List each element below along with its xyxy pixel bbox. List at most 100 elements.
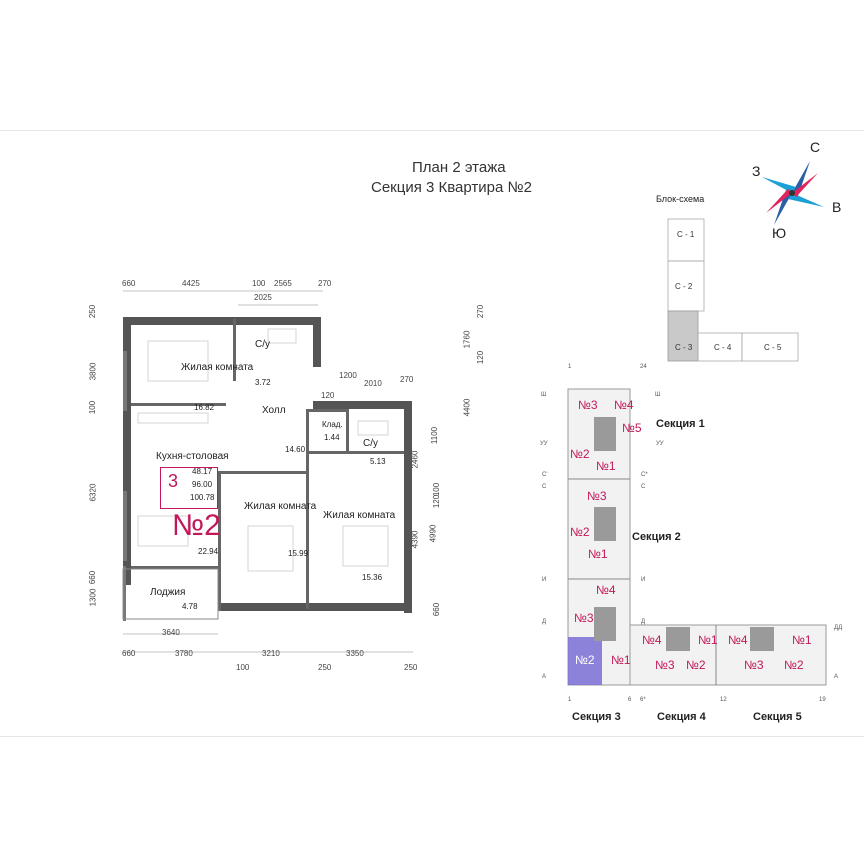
axis-bottom-6: 6 [628,697,632,703]
axis-left-s1: С' [542,472,548,478]
dim-mid-1: 1200 [339,371,357,380]
axis-left-s: С [542,484,547,490]
axis-right-uu: УУ [656,441,664,447]
b-s1-apt-3: №3 [578,398,598,412]
dim-bottom-2: 660 [122,649,136,658]
room-storage-label: Клад. [322,420,343,429]
dim-right-10: 4390 [410,530,420,549]
dim-bottom-7: 250 [318,663,332,672]
dim-bottom-1: 3640 [162,628,180,637]
block-c3: С - 3 [675,343,693,352]
b-s4-apt-2: №2 [686,658,706,672]
b-s1-apt-2: №2 [570,447,590,461]
plan-title: План 2 этажа [412,159,506,176]
room-bath-2-area: 5.13 [370,457,386,466]
axis-bottom-1: 1 [568,697,572,703]
b-s2-apt-1: №1 [588,547,608,561]
block-scheme-title: Блок-схема [656,194,705,204]
dim-top-4: 2565 [274,279,292,288]
dim-right-9: 4990 [428,524,438,543]
compass-east: В [832,199,842,215]
dim-right-2: 270 [476,304,486,319]
room-kitchen-label: Кухня-столовая [156,451,229,462]
apartment-rooms: 3 [168,471,179,491]
axis-right-s: С [641,484,646,490]
axis-left-i: И [542,577,547,583]
axis-bottom-12: 12 [720,697,727,703]
compass-south: Ю [772,225,787,241]
block-c2: С - 2 [675,282,693,291]
section-5-label: Секция 5 [753,711,802,723]
apartment-number: №2 [172,509,221,542]
dim-bottom-3: 3780 [175,649,193,658]
b-s3-apt-1: №1 [611,653,631,667]
axis-left-a: А [542,674,547,680]
axis-bottom-19: 19 [819,697,826,703]
section-1-label: Секция 1 [656,418,705,430]
plan-subtitle: Секция 3 Квартира №2 [371,179,532,196]
dim-mid-2: 2010 [364,379,382,388]
dim-left-6: 660 [88,570,98,585]
axis-right-a: А [834,674,839,680]
section-3-label: Секция 3 [572,711,621,723]
b-s4-apt-4: №4 [642,633,662,647]
room-bath-1-label: С/у [255,339,270,350]
axis-bottom-6s: 6* [640,697,646,703]
b-s4-apt-1: №1 [698,633,718,647]
axis-right-d: Д [641,619,646,625]
dim-lines-top [123,290,323,306]
b-s3-apt-3: №3 [574,611,594,625]
b-s3-apt-2-highlight: №2 [575,653,595,667]
room-kitchen-area: 22.94 [198,547,219,556]
plan-sheet: План 2 этажа Секция 3 Квартира №2 С З В … [0,130,864,737]
room-living-1-label: Жилая комната [181,362,254,373]
room-living-2-label: Жилая комната [244,501,317,512]
dim-top-2: 4425 [182,279,200,288]
b-s5-apt-2: №2 [784,658,804,672]
room-bath-1-area: 3.72 [255,378,271,387]
dim-right-6: 1100 [430,426,440,445]
b-s1-apt-1: №1 [596,459,616,473]
room-storage-area: 1.44 [324,433,340,442]
dim-top-6: 2025 [254,293,272,302]
dim-left-3: 100 [88,400,98,415]
dim-mid-4: 120 [321,391,335,400]
apartment-info-box [160,467,218,509]
dim-left-5: 1300 [88,588,98,607]
axis-right-dd: ДД [834,625,843,631]
room-living-2-area: 15.99 [288,549,309,558]
apartment-area-loggia: 100.78 [190,493,215,502]
compass-north: С [810,139,821,155]
dim-right-5: 2460 [410,450,420,469]
b-s5-apt-1: №1 [792,633,812,647]
apartment-area-total: 96.00 [192,480,213,489]
axis-left-sh: Ш [541,392,547,398]
compass-west: З [752,163,761,179]
room-hall-label: Холл [262,405,286,416]
apartment-plan [122,317,412,621]
dim-right-11: 660 [432,602,442,617]
b-s5-apt-3: №3 [744,658,764,672]
dim-bottom-8: 250 [404,663,418,672]
b-s5-apt-4: №4 [728,633,748,647]
room-living-3-area: 15.36 [362,573,383,582]
b-s1-apt-5: №5 [622,421,642,435]
dim-left-4: 6320 [88,483,98,502]
building-plan [567,388,827,686]
room-loggia-area: 4.78 [182,602,198,611]
b-s2-apt-3: №3 [587,489,607,503]
axis-left-d: Д [542,619,547,625]
dim-bottom-5: 3350 [346,649,364,658]
dim-bottom-6: 100 [236,663,250,672]
axis-top-24: 24 [640,364,647,370]
b-s4-apt-3: №3 [655,658,675,672]
axis-right-s1: С* [641,472,648,478]
axis-right-i: И [641,577,646,583]
apartment-area-living: 48.17 [192,467,213,476]
section-4-label: Секция 4 [657,711,706,723]
dim-lines-bottom [123,633,413,653]
dim-mid-3: 270 [400,375,414,384]
block-c1: С - 1 [677,230,695,239]
dim-left-1: 250 [88,304,98,319]
section-2-label: Секция 2 [632,531,681,543]
